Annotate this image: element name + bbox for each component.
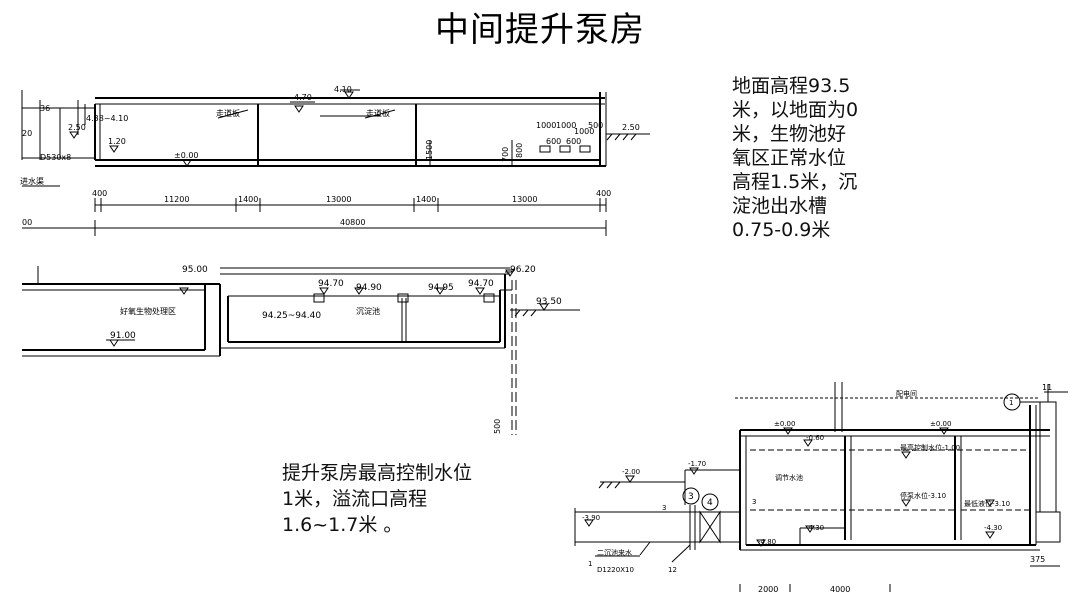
dim-label: 800 bbox=[515, 143, 524, 158]
elevation-label: 4.10 bbox=[334, 85, 352, 94]
dim-label: 1000 bbox=[536, 121, 556, 130]
dim-label: 600 bbox=[546, 137, 561, 146]
dim-label: 500 bbox=[588, 121, 603, 130]
dim-label: 400 bbox=[596, 189, 611, 198]
elevation-label: 94.95 bbox=[428, 283, 454, 293]
dim-label: 400 bbox=[92, 189, 107, 198]
dim-label: 1400 bbox=[416, 195, 436, 204]
elevation-label: 2.50 bbox=[622, 123, 640, 132]
dim-label: 600 bbox=[566, 137, 581, 146]
elevation-label: 94.70 bbox=[318, 279, 344, 289]
elevation-label: ±0.00 bbox=[174, 151, 199, 160]
note-line: 米，生物池好 bbox=[732, 123, 847, 145]
middle-section-drawing: 95.00 96.20 94.70 94.90 94.95 94.70 94.2… bbox=[22, 265, 580, 435]
note-line: 1.6~1.7米 。 bbox=[282, 514, 403, 536]
dim-label: 1500 bbox=[425, 140, 434, 160]
elevation-label: 4.70 bbox=[294, 93, 312, 102]
level-label: 最低液位-3.10 bbox=[964, 499, 1010, 508]
dim-label: 20 bbox=[22, 129, 32, 138]
pump-house-drawing: 配电间 1 3 4 11 ±0.00 ±0.00 -0.60 最高控制水位-1.… bbox=[574, 382, 1068, 594]
elevation-label: -4.80 bbox=[758, 538, 776, 546]
level-label: 停泵水位-3.10 bbox=[900, 491, 946, 500]
note-line: 氧区正常水位 bbox=[732, 147, 847, 169]
elevation-label: 95.00 bbox=[182, 265, 208, 275]
elevation-label: 2.50 bbox=[68, 123, 86, 132]
marker-label: 1 bbox=[588, 560, 592, 568]
note-line: 地面高程93.5 bbox=[732, 75, 851, 97]
dim-label: 11200 bbox=[164, 195, 189, 204]
callout-number: 3 bbox=[688, 492, 694, 502]
elevation-note: 地面高程93.5 米，以地面为0 米，生物池好 氧区正常水位 高程1.5米，沉 … bbox=[732, 74, 882, 242]
dim-label: 1000 bbox=[556, 121, 576, 130]
marker-label: 3 bbox=[662, 504, 666, 512]
elevation-label: 1.20 bbox=[108, 137, 126, 146]
dim-label: 1400 bbox=[238, 195, 258, 204]
elevation-label: 93.50 bbox=[536, 297, 562, 307]
dim-label: 2000 bbox=[758, 585, 778, 594]
dim-label: 13000 bbox=[512, 195, 537, 204]
elevation-label: ±0.00 bbox=[774, 420, 795, 428]
dim-label: 1000 bbox=[574, 127, 594, 136]
dim-label: 40800 bbox=[340, 218, 365, 227]
dim-label: 700 bbox=[501, 147, 510, 162]
dim-label: 4000 bbox=[830, 585, 850, 594]
elevation-label: ±0.00 bbox=[930, 420, 951, 428]
dim-label: 13000 bbox=[326, 195, 351, 204]
tank-label: 好氧生物处理区 bbox=[120, 306, 176, 316]
dim-label: 00 bbox=[22, 218, 32, 227]
pipe-label: 二沉池来水 bbox=[597, 548, 632, 557]
elevation-label: 94.90 bbox=[356, 283, 382, 293]
elevation-label: -1.70 bbox=[688, 460, 706, 468]
elevation-label: 91.00 bbox=[110, 331, 136, 341]
pool-label: 调节水池 bbox=[775, 473, 803, 482]
marker-label: 3 bbox=[752, 498, 756, 506]
walkway-label: 走道板 bbox=[216, 108, 240, 118]
elevation-label: -3.90 bbox=[582, 514, 600, 522]
elevation-label: -2.00 bbox=[622, 468, 640, 476]
pump-water-level-note: 提升泵房最高控制水位 1米，溢流口高程 1.6~1.7米 。 bbox=[282, 460, 512, 538]
elevation-label: 96.20 bbox=[510, 265, 536, 275]
tank-label: 沉淀池 bbox=[356, 306, 380, 316]
note-line: 高程1.5米，沉 bbox=[732, 171, 858, 193]
slide-title: 中间提升泵房 bbox=[435, 10, 645, 50]
walkway-label: 走道板 bbox=[366, 108, 390, 118]
callout-number: 1 bbox=[1009, 399, 1013, 407]
elevation-label: -4.30 bbox=[806, 524, 824, 532]
note-line: 0.75-0.9米 bbox=[732, 219, 831, 241]
dim-label: 375 bbox=[1030, 555, 1045, 564]
elevation-label: -0.60 bbox=[806, 434, 824, 442]
elevation-label: 94.25~94.40 bbox=[262, 311, 321, 321]
inflow-label: 进水渠 bbox=[20, 176, 44, 186]
room-label: 配电间 bbox=[896, 389, 917, 398]
marker-label: 12 bbox=[668, 566, 677, 574]
pipe-label: D530x8 bbox=[40, 153, 71, 162]
dim-label: 500 bbox=[493, 419, 502, 434]
elevation-label: 94.70 bbox=[468, 279, 494, 289]
pipe-label: D1220X10 bbox=[597, 566, 634, 574]
top-section-drawing: 36 20 4.38~4.10 2.50 1.20 D530x8 4.70 4.… bbox=[20, 85, 650, 236]
note-line: 淀池出水槽 bbox=[732, 195, 828, 217]
note-line: 1米，溢流口高程 bbox=[282, 488, 428, 510]
callout-number: 4 bbox=[707, 498, 713, 508]
note-line: 提升泵房最高控制水位 bbox=[282, 462, 473, 484]
elevation-label: 4.38~4.10 bbox=[86, 114, 128, 123]
dim-label: 36 bbox=[40, 104, 50, 113]
note-line: 米，以地面为0 bbox=[732, 99, 859, 121]
callout-number: 11 bbox=[1042, 383, 1052, 392]
level-label: 最高控制水位-1.00 bbox=[900, 443, 960, 452]
elevation-label: -4.30 bbox=[984, 524, 1002, 532]
